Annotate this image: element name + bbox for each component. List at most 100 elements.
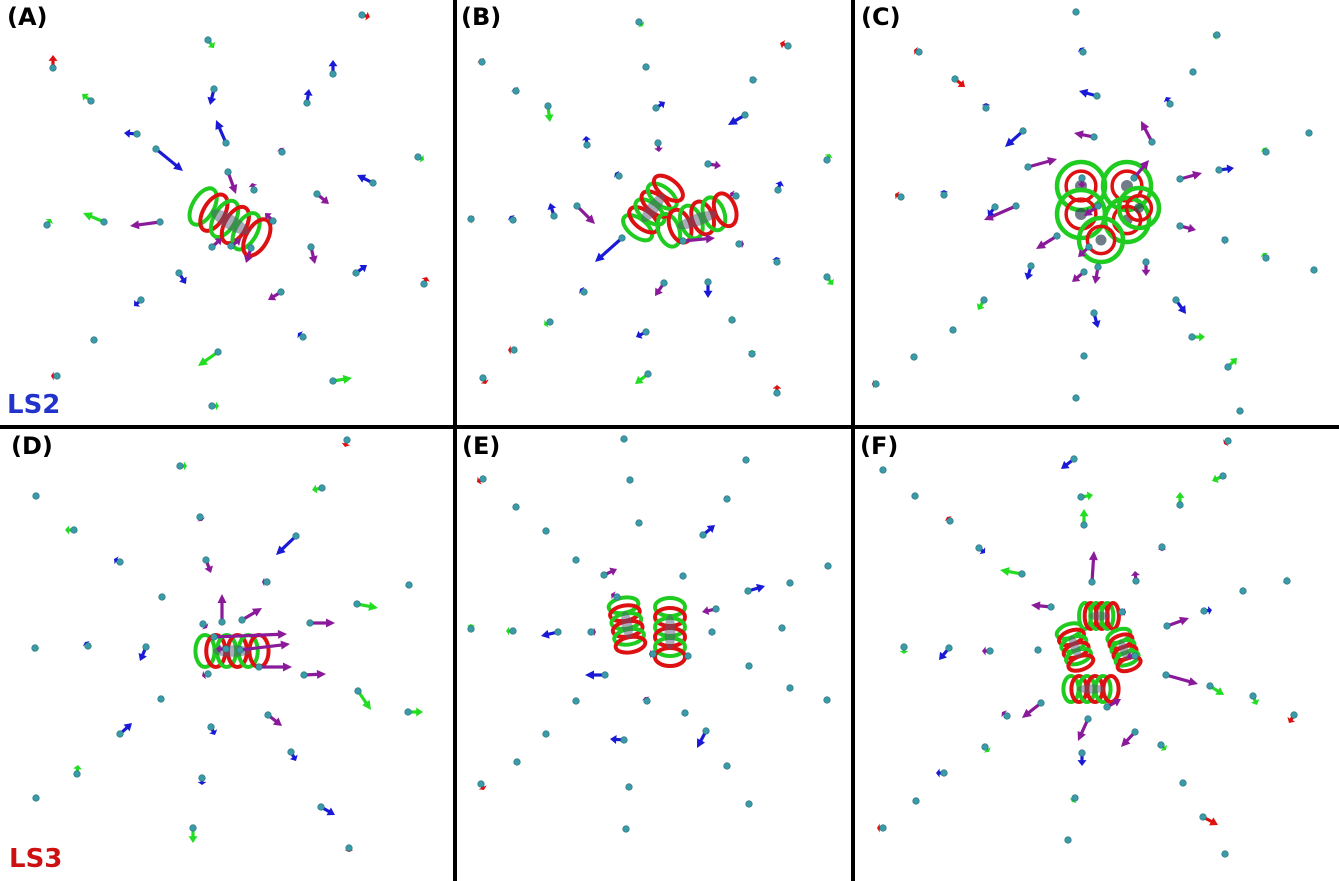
vector-arrow <box>73 765 83 778</box>
vector-arrow <box>1200 605 1212 615</box>
vector-arrow <box>895 191 905 201</box>
arrow-head <box>209 729 218 735</box>
vector-arrow <box>684 652 692 660</box>
arrow-head <box>328 60 338 67</box>
vector-arrow <box>175 269 187 284</box>
arrow-head <box>303 89 313 96</box>
vector-arrow <box>1249 692 1260 705</box>
vector-arrow <box>341 436 351 447</box>
bead-marker <box>1158 543 1166 551</box>
bead-marker <box>509 216 517 224</box>
bead-marker <box>247 244 255 252</box>
bead-marker <box>70 526 78 534</box>
arrow-head <box>824 154 833 159</box>
bead-marker <box>601 671 609 679</box>
vector-arrow <box>238 608 262 624</box>
arrow-head <box>655 287 663 296</box>
arrow-head <box>1084 207 1093 216</box>
vector-arrow <box>1176 222 1196 233</box>
arrow-head <box>419 154 424 163</box>
bead-marker <box>1080 268 1088 276</box>
arrow-head <box>272 717 282 726</box>
arrow-shaft <box>1090 558 1096 584</box>
helix-turn <box>1076 215 1126 265</box>
bead-marker <box>352 269 360 277</box>
vector-arrow <box>944 516 954 525</box>
bead-marker <box>784 42 792 50</box>
arrow-head <box>198 357 208 366</box>
arrow-head <box>362 700 371 710</box>
bead-marker <box>1224 363 1232 371</box>
vector-arrow <box>744 583 765 595</box>
bead-marker <box>303 99 311 107</box>
arrow-head <box>123 723 132 732</box>
arrow-head <box>1207 605 1212 615</box>
bead-marker <box>189 824 197 832</box>
arrow-head <box>1192 171 1202 180</box>
bead-marker <box>1148 138 1156 146</box>
bead-marker <box>1019 127 1027 135</box>
arrow-head <box>124 128 131 138</box>
bead-marker <box>1200 607 1208 615</box>
vector-arrow <box>620 435 628 443</box>
vector-arrow <box>1091 263 1102 284</box>
vector-arrow <box>352 264 367 277</box>
arrow-head <box>326 618 335 628</box>
bead-marker <box>702 727 710 735</box>
vector-arrow <box>124 128 141 138</box>
arrow-shaft <box>681 237 708 243</box>
vector-arrow <box>303 89 313 107</box>
vector-arrow <box>622 825 630 833</box>
vector-arrow <box>248 183 258 194</box>
arrow-head <box>280 640 290 650</box>
arrow-head <box>83 212 94 221</box>
vector-arrow <box>951 75 965 87</box>
arrow-shaft <box>600 236 624 258</box>
arrow-head <box>82 93 89 101</box>
arrow-head <box>706 525 715 533</box>
bead-marker <box>158 593 166 601</box>
arrow-head <box>243 254 253 263</box>
bead-marker <box>1088 578 1096 586</box>
arrow-head <box>697 738 706 748</box>
arrow-head <box>134 299 141 307</box>
bead-marker <box>1219 472 1227 480</box>
bead-marker <box>116 730 124 738</box>
bead-marker <box>550 212 558 220</box>
bead-marker <box>1090 309 1098 317</box>
arrow-head <box>1031 601 1041 611</box>
helix-core <box>621 611 633 639</box>
bead-marker <box>100 218 108 226</box>
vector-arrow <box>1130 160 1149 182</box>
arrow-head <box>728 116 738 125</box>
vector-arrow <box>511 86 520 95</box>
bead-marker <box>572 556 580 564</box>
vector-arrow <box>636 328 650 339</box>
bead-marker <box>626 476 634 484</box>
helix-turn <box>1115 654 1143 674</box>
helix-turn <box>1064 169 1098 203</box>
arrow-head <box>268 292 277 301</box>
bead-marker <box>1024 163 1032 171</box>
arrow-head <box>214 238 222 246</box>
arrow-head <box>312 484 318 494</box>
arrow-head <box>1022 708 1032 718</box>
arrow-head <box>1001 710 1008 718</box>
helix-coil <box>193 633 271 669</box>
bead-marker <box>684 652 692 660</box>
vector-arrow <box>735 239 744 249</box>
vector-arrow <box>1024 262 1035 280</box>
vector-arrow <box>224 168 238 194</box>
arrow-head <box>341 442 351 447</box>
arrow-head <box>1077 760 1087 766</box>
arrow-head <box>1141 121 1150 132</box>
arrow-head <box>251 608 262 617</box>
divider-vertical-right <box>851 0 855 881</box>
vector-arrow <box>1118 607 1126 617</box>
bead-marker <box>354 687 362 695</box>
vector-arrow <box>405 581 413 589</box>
bead-marker <box>1118 608 1126 616</box>
bead-marker <box>210 85 218 93</box>
vector-arrow <box>264 711 282 726</box>
vector-arrow <box>477 475 487 485</box>
